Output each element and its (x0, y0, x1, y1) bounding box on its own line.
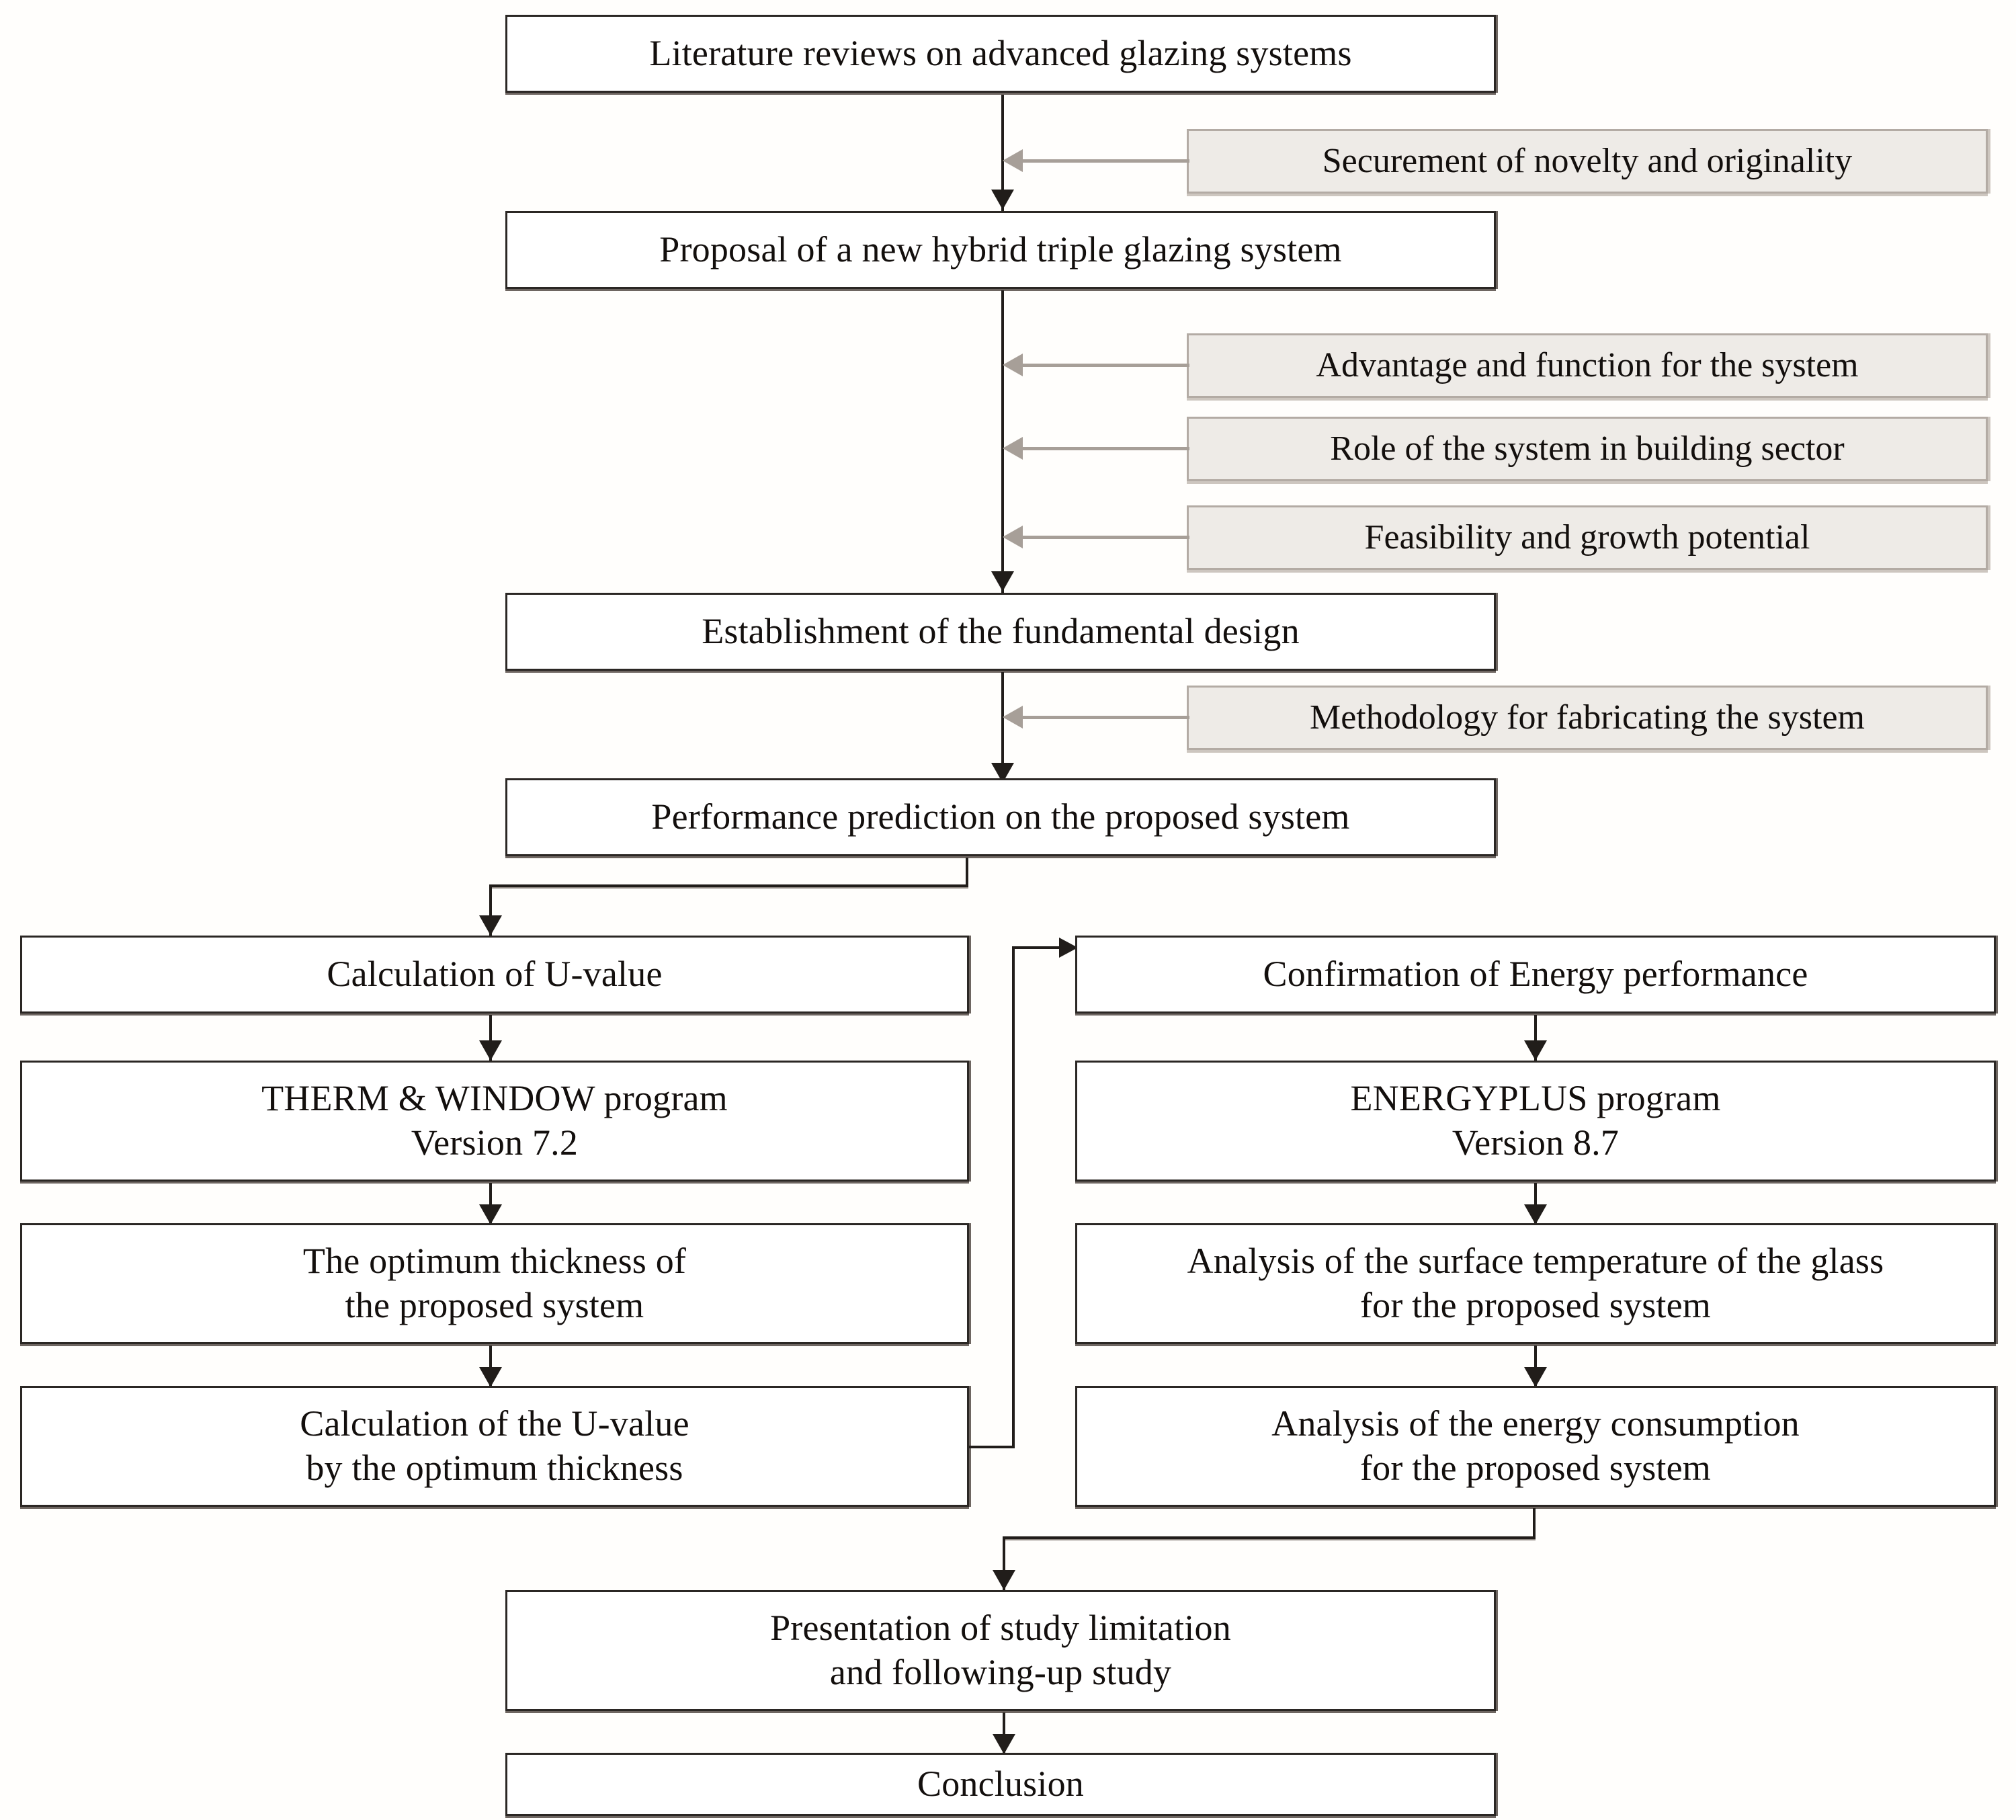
node-energy-consumption[interactable]: Analysis of the energy consumption for t… (1075, 1386, 1996, 1507)
node-therm-window-line2: Version 7.2 (411, 1122, 579, 1163)
node-performance-prediction[interactable]: Performance prediction on the proposed s… (505, 778, 1496, 856)
arrowhead-merge-to-limitation (993, 1570, 1015, 1590)
connector-limitation-to-conclusion (1003, 1712, 1005, 1754)
arrowhead-note-novelty (1003, 149, 1023, 172)
connector-cross-right-1 (969, 1446, 1015, 1448)
arrowhead-performance-to-u-value (479, 915, 502, 936)
note-methodology[interactable]: Methodology for fabricating the system (1187, 686, 1988, 750)
note-methodology-label: Methodology for fabricating the system (1309, 698, 1865, 737)
arrowhead-u-value-to-therm (479, 1040, 502, 1061)
note-role[interactable]: Role of the system in building sector (1187, 417, 1988, 481)
node-calculation-u-value-label: Calculation of U-value (327, 954, 663, 995)
connector-u-value-to-therm (489, 1015, 492, 1062)
arrowhead-energyplus-to-surface-temp (1524, 1204, 1547, 1225)
arrowhead-note-advantage (1003, 354, 1023, 376)
connector-surface-temp-to-consumption (1534, 1346, 1537, 1387)
node-performance-prediction-label: Performance prediction on the proposed s… (651, 796, 1350, 837)
note-advantage-label: Advantage and function for the system (1316, 345, 1859, 384)
node-therm-window-line1: THERM & WINDOW program (261, 1078, 728, 1119)
node-conclusion-label: Conclusion (917, 1764, 1084, 1805)
arrowhead-confirmation-to-energyplus (1524, 1040, 1547, 1061)
node-calculation-u-value[interactable]: Calculation of U-value (20, 936, 969, 1014)
arrowhead-note-role (1003, 437, 1023, 460)
node-proposal-label: Proposal of a new hybrid triple glazing … (659, 229, 1342, 270)
connector-merge-down-1 (1533, 1508, 1536, 1539)
node-energy-consumption-line1: Analysis of the energy consumption (1271, 1403, 1800, 1444)
arrowhead-limitation-to-conclusion (993, 1734, 1015, 1754)
connector-merge-down-2 (1003, 1536, 1005, 1591)
note-novelty-label: Securement of novelty and originality (1322, 141, 1853, 180)
arrowhead-cross-to-confirmation (1059, 938, 1078, 958)
connector-thickness-to-u-optimum (489, 1346, 492, 1387)
node-study-limitation-line1: Presentation of study limitation (770, 1608, 1231, 1649)
node-surface-temperature[interactable]: Analysis of the surface temperature of t… (1075, 1223, 1996, 1344)
node-u-value-optimum[interactable]: Calculation of the U-value by the optimu… (20, 1386, 969, 1507)
arrowhead-proposal-to-design (991, 571, 1014, 591)
connector-performance-elbow-left (489, 884, 968, 887)
node-energyplus-line2: Version 8.7 (1452, 1122, 1620, 1163)
node-literature-reviews-label: Literature reviews on advanced glazing s… (649, 33, 1352, 74)
arrowhead-literature-to-proposal (991, 190, 1014, 210)
connector-note-feasibility (1019, 536, 1189, 539)
connector-performance-elbow-down-1 (966, 858, 968, 887)
node-therm-window[interactable]: THERM & WINDOW program Version 7.2 (20, 1061, 969, 1182)
node-literature-reviews[interactable]: Literature reviews on advanced glazing s… (505, 15, 1496, 93)
node-optimum-thickness-line2: the proposed system (345, 1285, 644, 1325)
arrowhead-note-feasibility (1003, 526, 1023, 548)
node-optimum-thickness[interactable]: The optimum thickness of the proposed sy… (20, 1223, 969, 1344)
node-study-limitation-line2: and following-up study (829, 1652, 1172, 1692)
connector-merge-left (1003, 1536, 1536, 1539)
node-surface-temperature-line2: for the proposed system (1359, 1285, 1711, 1325)
connector-confirmation-to-energyplus (1534, 1015, 1537, 1062)
node-confirmation-energy-label: Confirmation of Energy performance (1263, 954, 1808, 995)
node-u-value-optimum-line2: by the optimum thickness (306, 1448, 683, 1488)
note-feasibility[interactable]: Feasibility and growth potential (1187, 505, 1988, 570)
node-fundamental-design-label: Establishment of the fundamental design (702, 611, 1300, 652)
connector-performance-elbow-down-2 (489, 884, 492, 937)
connector-note-methodology (1019, 716, 1189, 719)
note-advantage[interactable]: Advantage and function for the system (1187, 333, 1988, 398)
note-feasibility-label: Feasibility and growth potential (1364, 518, 1810, 556)
node-confirmation-energy[interactable]: Confirmation of Energy performance (1075, 936, 1996, 1014)
note-novelty[interactable]: Securement of novelty and originality (1187, 129, 1988, 194)
node-study-limitation[interactable]: Presentation of study limitation and fol… (505, 1590, 1496, 1711)
node-optimum-thickness-line1: The optimum thickness of (302, 1241, 687, 1282)
connector-energyplus-to-surface-temp (1534, 1183, 1537, 1225)
connector-note-advantage (1019, 364, 1189, 367)
connector-note-novelty (1019, 159, 1189, 163)
arrowhead-thickness-to-u-optimum (479, 1367, 502, 1387)
arrowhead-note-methodology (1003, 706, 1023, 729)
node-energyplus[interactable]: ENERGYPLUS program Version 8.7 (1075, 1061, 1996, 1182)
node-surface-temperature-line1: Analysis of the surface temperature of t… (1187, 1241, 1884, 1282)
arrowhead-surface-temp-to-consumption (1524, 1367, 1547, 1387)
connector-note-role (1019, 447, 1189, 450)
connector-cross-right-2 (1012, 946, 1060, 949)
node-u-value-optimum-line1: Calculation of the U-value (300, 1403, 689, 1444)
node-fundamental-design[interactable]: Establishment of the fundamental design (505, 593, 1496, 671)
note-role-label: Role of the system in building sector (1330, 429, 1845, 468)
node-conclusion[interactable]: Conclusion (505, 1753, 1496, 1816)
node-energyplus-line1: ENERGYPLUS program (1350, 1078, 1721, 1119)
node-proposal[interactable]: Proposal of a new hybrid triple glazing … (505, 211, 1496, 289)
connector-cross-up (1012, 946, 1015, 1448)
arrowhead-therm-to-thickness (479, 1204, 502, 1225)
connector-therm-to-thickness (489, 1183, 492, 1225)
node-energy-consumption-line2: for the proposed system (1359, 1448, 1711, 1488)
